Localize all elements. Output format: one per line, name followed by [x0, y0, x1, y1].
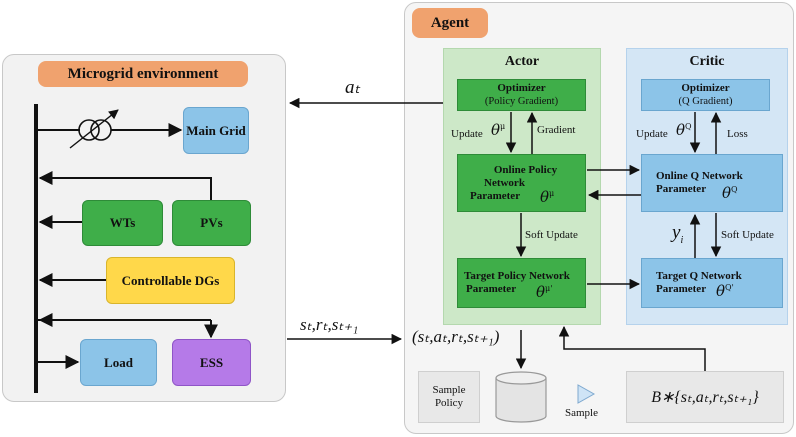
ess-box: ESS — [172, 339, 251, 386]
batch-box: B∗{sₜ,aₜ,rₜ,sₜ₊₁} — [626, 371, 784, 423]
transformer-icon — [69, 109, 119, 149]
action-label: aₜ — [345, 77, 361, 98]
actor-update-theta: θμ — [491, 121, 506, 139]
microgrid-environment-title: Microgrid environment — [38, 61, 248, 87]
critic-loss-label: Loss — [727, 128, 748, 140]
target-policy-theta: θμ' — [536, 283, 553, 301]
online-policy-line1: Online Policy — [493, 163, 558, 176]
critic-optimizer-box: Optimizer (Q Gradient) — [641, 79, 770, 111]
target-policy-network-box: Target Policy Network Parameter — [457, 258, 586, 308]
critic-title: Critic — [689, 54, 725, 69]
critic-optimizer-label: Optimizer — [681, 82, 730, 94]
target-policy-line1: Target Policy Network — [464, 270, 570, 282]
target-q-network-box: Target Q Network Parameter — [641, 258, 783, 308]
online-q-line2: Parameter — [656, 183, 707, 195]
critic-update-label: Update — [636, 128, 668, 140]
batch-feedback-arrow — [558, 325, 706, 371]
target-q-theta: θQ' — [716, 282, 734, 300]
actor-gradient-label: Gradient — [537, 124, 576, 136]
load-box: Load — [80, 339, 157, 386]
online-policy-line3: Parameter — [470, 189, 521, 202]
actor-title: Actor — [504, 54, 540, 69]
controllable-dgs-box: Controllable DGs — [106, 257, 235, 304]
online-policy-network-box: Online Policy Network Parameter — [457, 154, 586, 212]
actor-optimizer-label: Optimizer — [497, 82, 546, 94]
replay-buffer-icon — [495, 371, 547, 423]
critic-optimizer-sub: (Q Gradient) — [678, 96, 733, 107]
online-policy-theta: θμ — [540, 188, 555, 206]
critic-y-label: yi — [672, 222, 684, 246]
actor-update-label: Update — [451, 128, 483, 140]
target-q-line1: Target Q Network — [656, 270, 742, 282]
target-policy-line2: Parameter — [466, 283, 517, 295]
target-q-line2: Parameter — [656, 283, 707, 295]
online-q-line1: Online Q Network — [656, 170, 743, 182]
pvs-box: PVs — [172, 200, 251, 246]
online-policy-line2: Network — [484, 176, 525, 189]
batch-label: B∗{sₜ,aₜ,rₜ,sₜ₊₁} — [651, 389, 759, 406]
critic-soft-update-label: Soft Update — [721, 229, 774, 241]
online-q-theta: θQ — [722, 184, 738, 202]
actor-soft-update-label: Soft Update — [525, 229, 578, 241]
online-q-network-box: Online Q Network Parameter — [641, 154, 783, 212]
sample-label: Sample — [565, 407, 598, 419]
critic-update-theta: θQ — [676, 121, 692, 139]
wts-box: WTs — [82, 200, 163, 246]
main-grid-box: Main Grid — [183, 107, 249, 154]
agent-title: Agent — [412, 8, 488, 38]
actor-optimizer-box: Optimizer (Policy Gradient) — [457, 79, 586, 111]
pv-line — [38, 171, 212, 200]
transition-label: (sₜ,aₜ,rₜ,sₜ₊₁) — [412, 327, 500, 346]
observation-label: sₜ,rₜ,sₜ₊₁ — [300, 315, 359, 334]
sample-policy-box: Sample Policy — [418, 371, 480, 423]
actor-optimizer-sub: (Policy Gradient) — [484, 96, 559, 107]
sample-triangle-icon — [577, 384, 596, 404]
